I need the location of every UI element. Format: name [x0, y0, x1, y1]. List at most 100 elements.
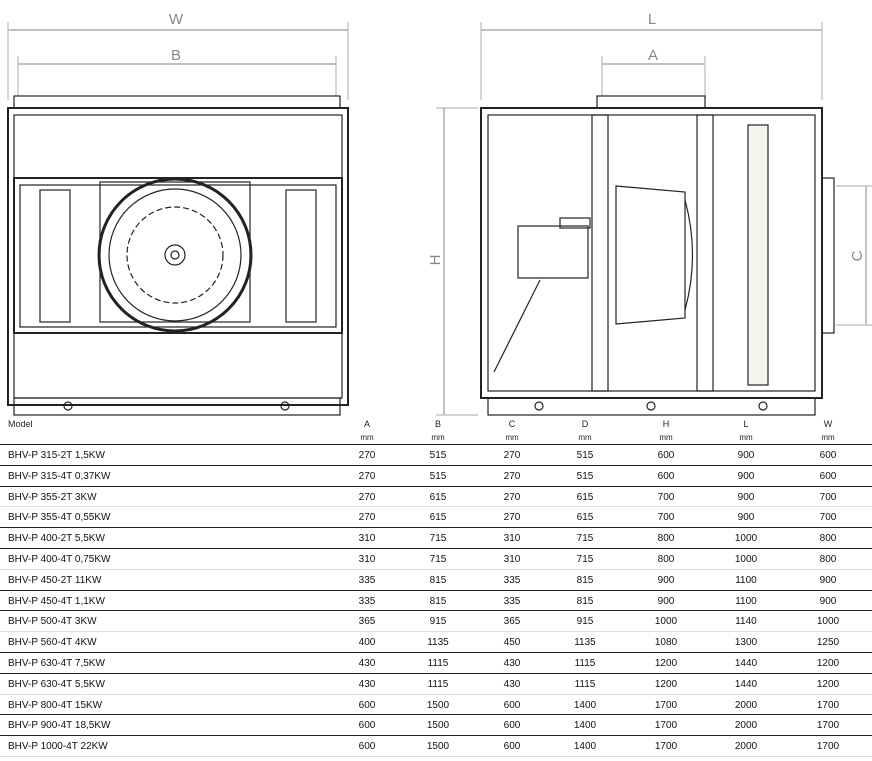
column-header: D: [581, 419, 589, 429]
column-unit: mm: [360, 433, 374, 442]
value-cell: 900: [737, 512, 755, 524]
value-cell: 430: [358, 657, 376, 669]
value-cell: 600: [819, 450, 837, 461]
value-cell: 365: [358, 616, 376, 628]
value-cell: 430: [358, 678, 376, 690]
value-cell: 400: [358, 637, 376, 649]
value-cell: 1250: [816, 637, 840, 649]
value-cell: 365: [503, 616, 521, 628]
value-cell: 815: [576, 595, 594, 607]
value-cell: 1100: [735, 574, 757, 586]
column-header: H: [662, 419, 670, 429]
value-cell: 1115: [427, 678, 449, 690]
model-cell: BHV-P 400-4T 0,75KW: [8, 553, 111, 565]
value-cell: 600: [358, 699, 376, 711]
column-unit: mm: [821, 433, 835, 442]
value-cell: 2000: [734, 741, 758, 753]
model-cell: BHV-P 500-4T 3KW: [8, 616, 97, 628]
column-header: C: [508, 419, 516, 429]
value-cell: 1200: [654, 678, 678, 690]
value-cell: 815: [429, 574, 447, 586]
value-cell: 1115: [574, 678, 596, 690]
value-cell: 600: [657, 470, 675, 482]
value-cell: 900: [737, 450, 755, 461]
value-cell: 615: [429, 512, 447, 524]
value-cell: 310: [503, 533, 521, 545]
value-cell: 1700: [654, 699, 678, 711]
value-cell: 450: [503, 637, 521, 649]
value-cell: 800: [657, 553, 675, 565]
value-cell: 1000: [734, 553, 758, 565]
value-cell: 900: [819, 574, 837, 586]
dimension-w-label: W: [169, 11, 184, 28]
value-cell: 1300: [734, 637, 758, 649]
value-cell: 1500: [426, 741, 450, 753]
value-cell: 615: [576, 491, 594, 503]
value-cell: 430: [503, 657, 521, 669]
value-cell: 1500: [426, 699, 450, 711]
dimension-l-label: L: [648, 11, 656, 28]
value-cell: 600: [358, 720, 376, 732]
column-header: A: [363, 419, 370, 429]
column-unit: mm: [659, 433, 673, 442]
value-cell: 1080: [654, 637, 678, 649]
value-cell: 1400: [573, 699, 597, 711]
value-cell: 335: [503, 595, 521, 607]
value-cell: 1115: [574, 657, 596, 669]
side-view: [436, 22, 872, 416]
value-cell: 1700: [816, 699, 840, 711]
column-unit: mm: [431, 433, 445, 442]
value-cell: 1100: [735, 595, 757, 607]
value-cell: 515: [429, 470, 447, 482]
model-cell: BHV-P 800-4T 15KW: [8, 699, 103, 711]
dimension-c-label: C: [849, 250, 866, 261]
value-cell: 915: [576, 616, 594, 628]
value-cell: 1700: [816, 741, 840, 753]
model-cell: BHV-P 900-4T 18,5KW: [8, 720, 111, 732]
value-cell: 615: [576, 512, 594, 524]
column-unit: mm: [505, 433, 519, 442]
model-cell: BHV-P 630-4T 7,5KW: [8, 657, 105, 669]
value-cell: 270: [503, 491, 521, 503]
value-cell: 1135: [427, 637, 449, 649]
value-cell: 715: [576, 533, 594, 545]
value-cell: 335: [503, 574, 521, 586]
dimension-h-label: H: [427, 255, 444, 266]
value-cell: 430: [503, 678, 521, 690]
value-cell: 1135: [574, 637, 596, 649]
value-cell: 915: [429, 616, 447, 628]
value-cell: 270: [358, 450, 376, 461]
value-cell: 270: [358, 470, 376, 482]
value-cell: 700: [819, 512, 837, 524]
value-cell: 1400: [573, 720, 597, 732]
model-header: Model: [8, 419, 33, 429]
table-row: BHV-P 355-4T 0,55KW 270 615 270 615 700 900 700: [0, 507, 872, 529]
value-cell: 600: [819, 470, 837, 482]
column-header: L: [743, 419, 749, 429]
value-cell: 600: [503, 741, 521, 753]
dimension-a-label: A: [648, 47, 658, 64]
value-cell: 700: [657, 512, 675, 524]
model-cell: BHV-P 315-2T 1,5KW: [8, 450, 105, 461]
model-cell: BHV-P 355-4T 0,55KW: [8, 512, 111, 524]
model-cell: BHV-P 1000-4T 22KW: [8, 741, 108, 753]
value-cell: 1500: [426, 720, 450, 732]
value-cell: 270: [503, 512, 521, 524]
value-cell: 1000: [734, 533, 758, 545]
value-cell: 715: [429, 553, 447, 565]
column-header: W: [823, 419, 833, 429]
value-cell: 800: [819, 533, 837, 545]
value-cell: 270: [358, 512, 376, 524]
